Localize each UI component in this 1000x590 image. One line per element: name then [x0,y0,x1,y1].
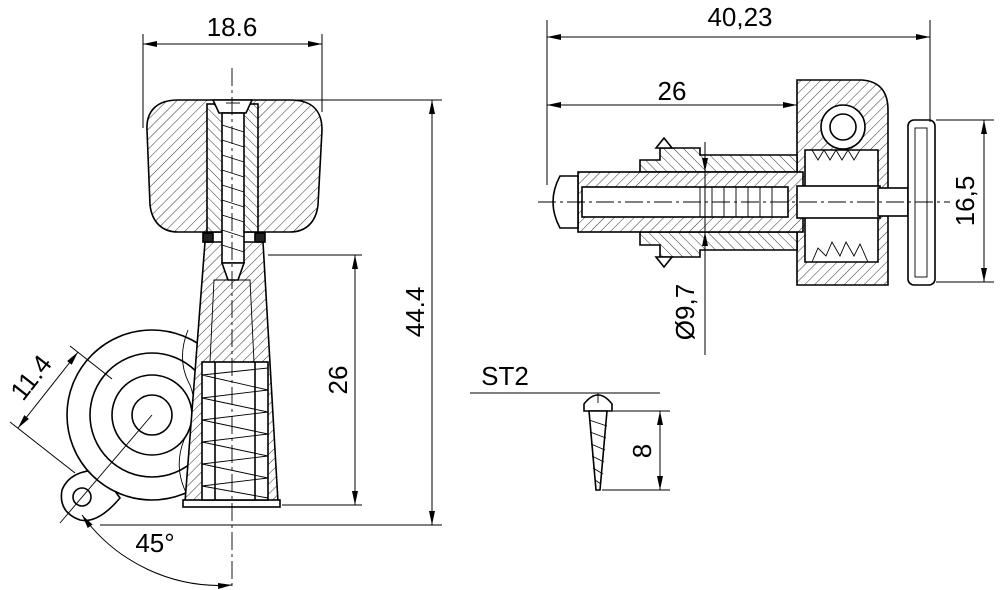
ext-line-b [69,345,113,380]
dim-width-label: 18.6 [207,12,258,42]
dim-screw-label: 8 [627,444,657,458]
knob-screw [211,99,254,281]
bushing-nut-tip-top [654,136,674,149]
bushing-nut-tip-bottom [654,256,674,269]
dim-line [17,351,79,429]
worm-thread [201,361,269,501]
top-view: 40,23 26 16,5 Ø9,7 [538,2,994,355]
screw-thread [221,124,245,253]
post-base [182,499,281,508]
dim-diameter-label: Ø9,7 [670,284,700,340]
dimension-shaft: 26 [547,76,798,112]
screw-shank [221,112,245,264]
dim-shaft-label: 26 [658,76,687,106]
dimension-angle: 45° [59,414,233,589]
shaft-cap [552,175,579,229]
screw-detail: ST2 8 [470,361,670,491]
wood-screw-thread [588,419,608,485]
dim-washer-label: 16,5 [950,176,980,227]
washer-section [914,127,928,278]
dimension-washer: 16,5 [936,119,994,283]
dimension-post: 26 [268,254,362,506]
dim-height-label: 44.4 [400,287,430,338]
side-view: 18.6 44.4 26 11.4 45° [4,12,442,589]
bushing-upper [639,147,798,173]
worm-gear-bore [829,113,857,141]
washer-left [202,232,214,243]
dimension-diameter: Ø9,7 [670,142,708,355]
dimension-screw: 8 [602,410,670,491]
screw-head [211,99,254,114]
dim-post-label: 26 [323,366,353,395]
thread-lines [201,367,269,499]
screw-tip [220,262,246,281]
washer-right [254,232,266,243]
screw-label: ST2 [481,361,529,391]
ext-line-a [9,421,76,474]
worm-bore [201,361,269,501]
dim-angle-label: 45° [135,528,174,558]
angle-reference-line [59,414,153,524]
gear-teeth [811,149,869,263]
bushing-lower [639,231,798,258]
dimension-width: 18.6 [142,12,323,128]
washer-disk [907,119,936,286]
wood-screw-shank [588,410,608,491]
dim-radius-label: 11.4 [4,349,58,406]
angle-arc [81,514,233,589]
dim-length-label: 40,23 [707,2,772,32]
